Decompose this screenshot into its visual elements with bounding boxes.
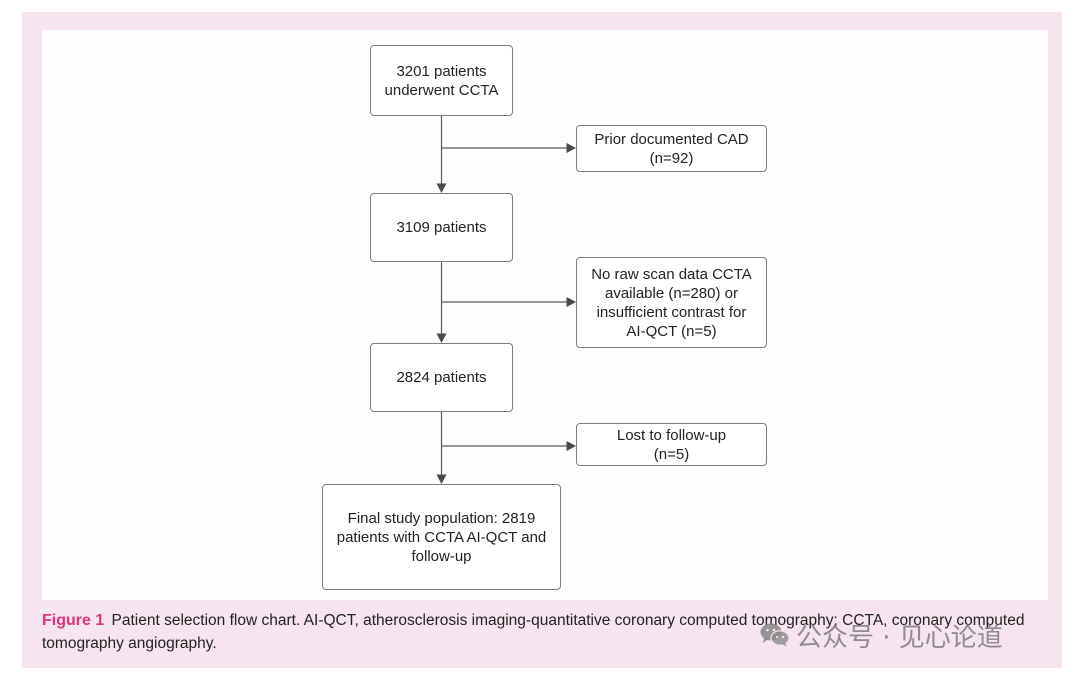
box-line: (n=5) bbox=[653, 445, 690, 463]
arrowhead-to-final bbox=[436, 474, 447, 484]
box-line: Final study population: 2819 bbox=[347, 509, 536, 527]
box-line: AI-QCT (n=5) bbox=[626, 322, 717, 340]
arrowhead-to-step2 bbox=[436, 183, 447, 193]
step-box-enrolled: 3201 patients underwent CCTA bbox=[370, 45, 513, 116]
caption-text: Patient selection flow chart. AI-QCT, at… bbox=[42, 612, 1025, 652]
arrowhead-to-exclusion1 bbox=[566, 143, 576, 153]
box-line: Lost to follow-up bbox=[616, 426, 727, 444]
figure-caption: Figure 1 Patient selection flow chart. A… bbox=[42, 609, 1050, 655]
box-line: 2824 patients bbox=[396, 369, 487, 386]
exclusion-box-prior-cad: Prior documented CAD (n=92) bbox=[576, 125, 767, 172]
arrowhead-to-exclusion3 bbox=[566, 441, 576, 451]
box-line: No raw scan data CCTA bbox=[591, 265, 752, 283]
box-line: 3201 patients bbox=[396, 62, 487, 80]
box-line: underwent CCTA bbox=[384, 81, 499, 99]
box-line: follow-up bbox=[411, 547, 472, 565]
step-box-final-population: Final study population: 2819 patients wi… bbox=[322, 484, 561, 590]
box-line: patients with CCTA AI-QCT and bbox=[336, 528, 547, 546]
box-line: insufficient contrast for bbox=[596, 303, 747, 321]
step-box-after-cad-exclusion: 3109 patients bbox=[370, 193, 513, 262]
box-line: (n=92) bbox=[649, 149, 694, 167]
figure-label: Figure 1 bbox=[42, 612, 105, 629]
step-box-after-data-exclusion: 2824 patients bbox=[370, 343, 513, 412]
exclusion-box-no-raw-data: No raw scan data CCTA available (n=280) … bbox=[576, 257, 767, 348]
box-line: 3109 patients bbox=[396, 219, 487, 236]
box-line: Prior documented CAD bbox=[594, 130, 749, 148]
arrowhead-to-exclusion2 bbox=[566, 297, 576, 307]
box-line: available (n=280) or bbox=[604, 284, 738, 302]
arrowhead-to-step3 bbox=[436, 333, 447, 343]
exclusion-box-lost-follow-up: Lost to follow-up (n=5) bbox=[576, 423, 767, 466]
